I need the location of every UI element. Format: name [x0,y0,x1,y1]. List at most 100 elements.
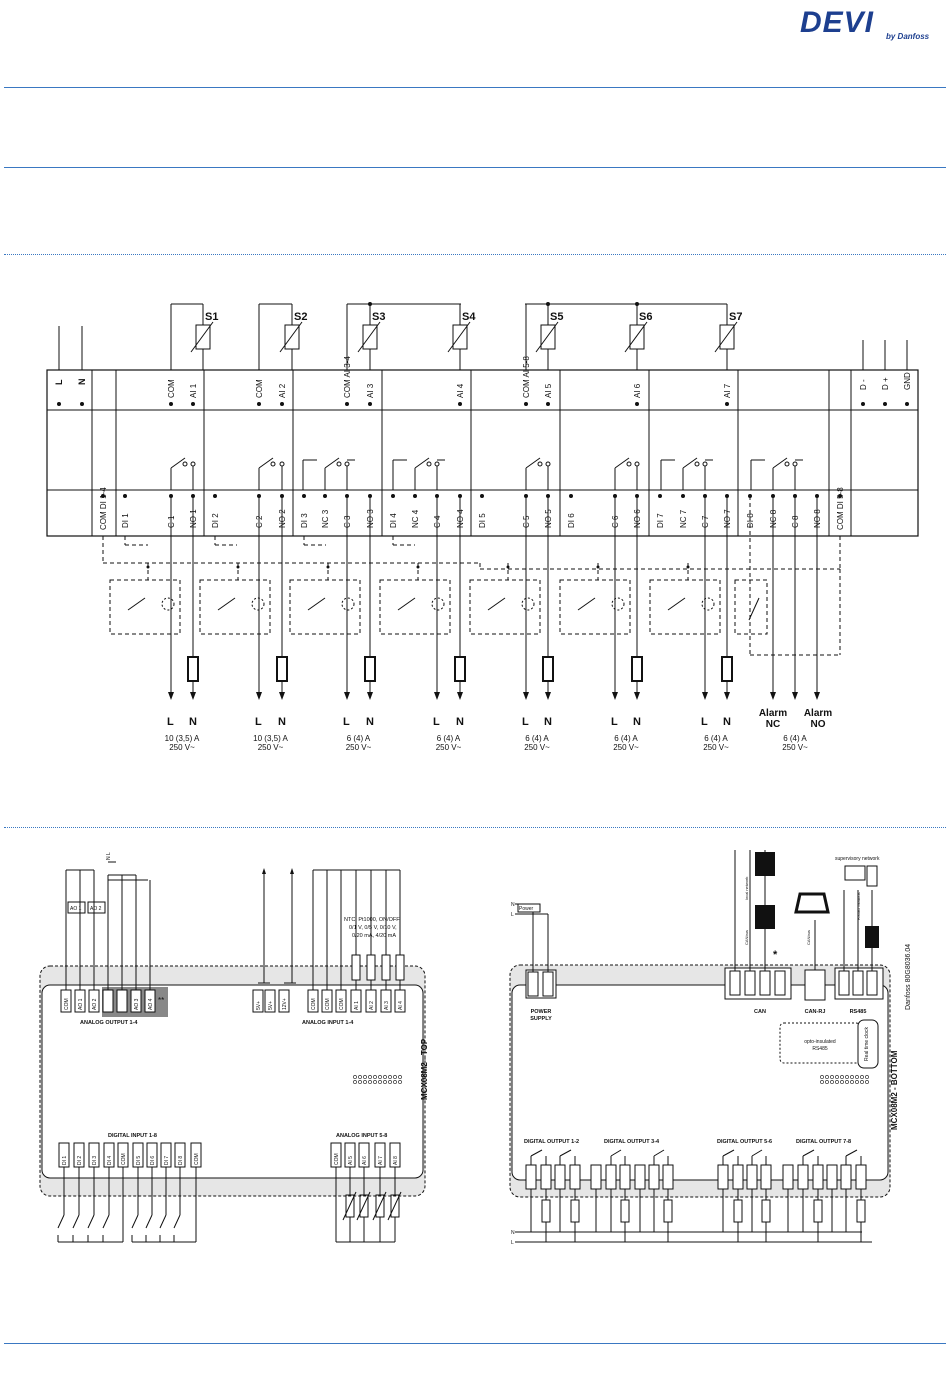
lower-terminal-label: DI 5 [478,513,487,528]
power-text: N [77,379,87,386]
relay-contact [614,457,630,469]
arrow [612,692,618,700]
terminal-dot [123,494,127,498]
alarm-nc-label: Alarm [759,708,787,719]
load-label-l: L [433,716,440,728]
ao-load [87,901,106,914]
load [761,1199,771,1223]
terminal [619,1164,631,1190]
ai58-group-label: ANALOG INPUT 5-8 [336,1133,387,1139]
wire [387,1191,402,1221]
power-tag [517,903,541,913]
can-label: CAN [754,1009,766,1015]
terminal-dot [569,494,573,498]
line-label: L [511,912,514,918]
device-body [511,984,889,1181]
contact-point [190,461,196,467]
do-group-label: DIGITAL OUTPUT 5-6 [717,1139,772,1145]
relay-module [469,579,541,635]
ai-types: 0/1 V, 0/5 V, 0/10 V, [349,925,397,931]
load-label-l: L [343,716,350,728]
load [663,1199,673,1223]
arrow [262,868,266,874]
rating-current: 10 (3,5) A [253,734,288,743]
relay-contact [722,1149,735,1157]
ao-terminal-label: AO 1 [78,998,84,1010]
relay-contact [559,1149,572,1157]
ai-terminal-label: AI 1 [354,1001,360,1010]
power-label: N [77,379,87,386]
ao-terminal-label: COM [64,998,70,1010]
ai58-terminal-label: AI 6 [362,1156,368,1165]
terminal [797,1164,809,1190]
pin [373,1080,377,1084]
terminal [252,989,264,1013]
sensor-label: S3 [372,311,385,323]
relay-contact [682,457,698,469]
load [856,1199,866,1223]
terminal-text: AI 5 [544,383,553,398]
pin [860,1075,864,1079]
terminal-dot [838,494,842,498]
opto-label: opto-insulated [804,1039,836,1045]
supply-label: 12V+ [282,998,288,1010]
relay-module [734,579,768,635]
terminal [540,1164,552,1190]
terminal [605,1164,617,1190]
rtc-box [857,1019,879,1069]
terminal-text: AI 7 [723,383,732,398]
side-label: MCX08M2 - TOP [420,1038,429,1100]
pin [378,1075,382,1079]
terminal [662,1164,674,1190]
section-divider-1 [4,254,946,255]
terminal [838,970,850,996]
terminal [812,1164,824,1190]
pin [845,1080,849,1084]
terminal [759,970,771,996]
terminal-dot [213,494,217,498]
terminal [527,971,539,997]
di-switch [131,1214,139,1229]
lower-terminal-label: DI 4 [389,513,398,528]
terminal-text: COM DI 5-8 [836,487,845,530]
terminal [774,970,786,996]
di-terminal-label: DI 5 [136,1156,142,1165]
rating-current: 6 (4) A [437,734,461,743]
ai58-terminal-label: AI 5 [348,1156,354,1165]
arrow [457,692,463,700]
terminal-dot [236,565,240,569]
relay-switch [217,597,236,611]
contact-point [694,461,700,467]
upper-terminal-label: COM [167,379,176,398]
line-label: N [511,1230,515,1236]
do-group-label: DIGITAL OUTPUT 7-8 [796,1139,851,1145]
terminal [634,1164,646,1190]
pin [825,1075,829,1079]
ntc-slash [447,321,471,353]
lower-terminal-label: NC 3 [321,509,330,528]
terminal [826,1164,838,1190]
upper-terminal-label: COM AI 3-4 [343,356,352,398]
terminal-dot [480,494,484,498]
terminal [855,1164,867,1190]
pin [820,1075,824,1079]
terminal [746,1164,758,1190]
header-rule-1 [4,87,946,88]
power-tag-label: Power [519,906,534,912]
arrow [702,692,708,700]
pin [835,1080,839,1084]
wire [356,1191,371,1221]
bus-label: D - [859,379,868,390]
relay-coil [611,597,625,611]
arrow [724,692,730,700]
terminal [840,1164,852,1190]
relay-contact [414,457,430,469]
ntc-slash [535,321,559,353]
upper-terminal-label: AI 7 [723,383,732,398]
di-terminal-label: COM [194,1153,200,1165]
terminal-text: COM AI 5-8 [522,356,531,398]
relay-switch [397,597,416,611]
relay-switch [577,597,596,611]
contact-point [336,461,342,467]
terminal-dot [413,494,417,498]
